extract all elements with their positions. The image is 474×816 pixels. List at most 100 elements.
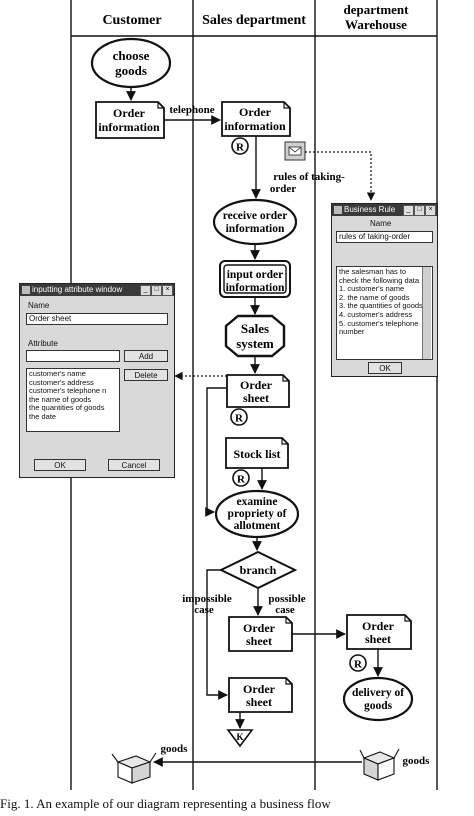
- svg-text:R: R: [237, 474, 246, 486]
- svg-text:K: K: [236, 732, 243, 742]
- rule-text-line: 2. the name of goods: [339, 292, 410, 302]
- svg-text:branch: branch: [240, 563, 277, 577]
- rule-text-line: 3. the quantities of goods: [339, 301, 423, 311]
- maximize-icon[interactable]: □: [151, 285, 162, 296]
- business-rule-title: Business Rule: [344, 205, 396, 214]
- svg-text:sheet: sheet: [365, 632, 391, 646]
- svg-text:Order: Order: [243, 621, 276, 635]
- list-item[interactable]: customer's name: [29, 369, 86, 378]
- edge-label-rules-2: order: [270, 183, 296, 195]
- r-mark: R: [230, 408, 248, 426]
- attribute-ok-button[interactable]: OK: [34, 459, 86, 471]
- list-item[interactable]: customer's address: [29, 377, 94, 387]
- attribute-dialog-name-label: Name: [28, 301, 50, 310]
- branch-node[interactable]: branch: [218, 550, 298, 590]
- add-button[interactable]: Add: [124, 350, 168, 362]
- attribute-entry-field[interactable]: [26, 350, 120, 362]
- svg-text:information: information: [98, 120, 160, 134]
- business-rule-ok-button[interactable]: OK: [368, 362, 402, 374]
- choose-goods-node[interactable]: choose goods: [90, 37, 172, 89]
- stock-list-node[interactable]: Stock list: [225, 437, 289, 469]
- examine-allotment-node[interactable]: examine propriety of allotment: [214, 489, 300, 539]
- business-rule-title-bar[interactable]: Business Rule _ □ ×: [332, 204, 437, 216]
- svg-text:system: system: [236, 336, 274, 351]
- lane-header-customer: Customer: [102, 13, 161, 28]
- window-menu-icon[interactable]: [22, 286, 30, 294]
- mail-icon[interactable]: [284, 141, 306, 161]
- svg-text:Order: Order: [113, 106, 146, 120]
- svg-text:information: information: [224, 119, 286, 133]
- svg-text:Order: Order: [240, 378, 273, 392]
- svg-text:R: R: [354, 659, 363, 671]
- r-mark: R: [349, 654, 367, 672]
- attribute-label: Attribute: [28, 339, 58, 348]
- business-rule-name-field[interactable]: rules of taking-order: [336, 231, 433, 243]
- svg-text:Order: Order: [243, 682, 276, 696]
- window-menu-icon[interactable]: [334, 206, 342, 214]
- business-flow-diagram: Customer Sales department department War…: [70, 0, 438, 790]
- rule-text-line: check the following data: [339, 275, 420, 285]
- minimize-icon[interactable]: _: [403, 205, 414, 216]
- svg-text:input order: input order: [227, 269, 284, 281]
- order-sheet-warehouse-node[interactable]: Order sheet: [346, 614, 412, 650]
- svg-text:information: information: [226, 223, 285, 235]
- figure-caption: Fig. 1. An example of our diagram repres…: [0, 796, 331, 811]
- order-information-customer-node[interactable]: Order information: [95, 101, 165, 139]
- attribute-cancel-button[interactable]: Cancel: [108, 459, 160, 471]
- svg-text:Sales: Sales: [241, 321, 269, 336]
- receive-order-node[interactable]: receive order information: [212, 198, 298, 246]
- rule-text-line: 5. customer's telephone: [339, 318, 419, 328]
- svg-text:examine: examine: [237, 496, 278, 508]
- attribute-dialog-title: inputting attribute window: [32, 285, 123, 294]
- maximize-icon[interactable]: □: [414, 205, 425, 216]
- attribute-list[interactable]: customer's name customer's address custo…: [26, 368, 120, 432]
- rule-text-line: number: [339, 327, 365, 337]
- business-rule-dialog[interactable]: Business Rule _ □ × Name rules of taking…: [331, 203, 438, 377]
- edge-label-possible-case: case: [275, 604, 295, 616]
- attribute-input-dialog[interactable]: inputting attribute window _ □ × Name Or…: [19, 283, 175, 478]
- svg-text:R: R: [235, 413, 244, 425]
- list-item[interactable]: customer's telephone n: [29, 386, 107, 396]
- svg-text:receive order: receive order: [223, 210, 288, 222]
- edge-label-impossible: impossible: [182, 593, 232, 605]
- lane-header-sales: Sales department: [202, 13, 306, 28]
- delete-button[interactable]: Delete: [124, 369, 168, 381]
- svg-text:choose: choose: [113, 48, 150, 63]
- flow-edges: [126, 87, 383, 767]
- business-rule-name-label: Name: [370, 219, 392, 228]
- delivery-of-goods-node[interactable]: delivery of goods: [342, 676, 414, 722]
- lane-header-warehouse-line2: Warehouse: [345, 17, 407, 32]
- rule-text-line: the salesman has to: [339, 267, 407, 276]
- svg-text:sheet: sheet: [246, 695, 272, 709]
- sales-system-node[interactable]: Sales system: [224, 314, 286, 358]
- input-order-node[interactable]: input order information: [219, 260, 291, 298]
- terminator-node[interactable]: K: [226, 729, 254, 748]
- close-icon[interactable]: ×: [425, 205, 436, 216]
- svg-text:goods: goods: [115, 63, 147, 78]
- minimize-icon[interactable]: _: [140, 285, 151, 296]
- svg-text:sheet: sheet: [243, 391, 269, 405]
- edge-label-rules: rules of taking-: [273, 171, 345, 183]
- svg-text:sheet: sheet: [246, 634, 272, 648]
- attribute-dialog-title-bar[interactable]: inputting attribute window _ □ ×: [20, 284, 174, 296]
- close-icon[interactable]: ×: [162, 285, 173, 296]
- svg-text:Stock list: Stock list: [233, 447, 280, 461]
- list-item[interactable]: the quantities of goods: [29, 403, 105, 413]
- attribute-dialog-name-field[interactable]: Order sheet: [26, 313, 168, 325]
- order-information-sales-node[interactable]: Order information: [221, 101, 291, 137]
- business-rule-text-area[interactable]: the salesman has to check the following …: [336, 266, 433, 360]
- goods-box-icon: [111, 752, 157, 784]
- svg-text:R: R: [236, 142, 245, 154]
- edge-label-telephone: telephone: [169, 104, 214, 116]
- order-sheet-impossible-node[interactable]: Order sheet: [228, 677, 293, 713]
- edge-label-goods-right: goods: [403, 755, 431, 767]
- list-item[interactable]: the date: [29, 411, 57, 421]
- rule-text-line: 4. customer's address: [339, 309, 413, 319]
- r-mark: R: [231, 137, 249, 155]
- order-sheet-possible-node[interactable]: Order sheet: [228, 616, 293, 652]
- list-item[interactable]: the name of goods: [29, 394, 92, 404]
- edge-label-impossible-case: case: [194, 604, 214, 616]
- order-sheet-main-node[interactable]: Order sheet: [226, 374, 290, 408]
- svg-text:Order: Order: [362, 619, 395, 633]
- scrollbar[interactable]: [422, 267, 431, 359]
